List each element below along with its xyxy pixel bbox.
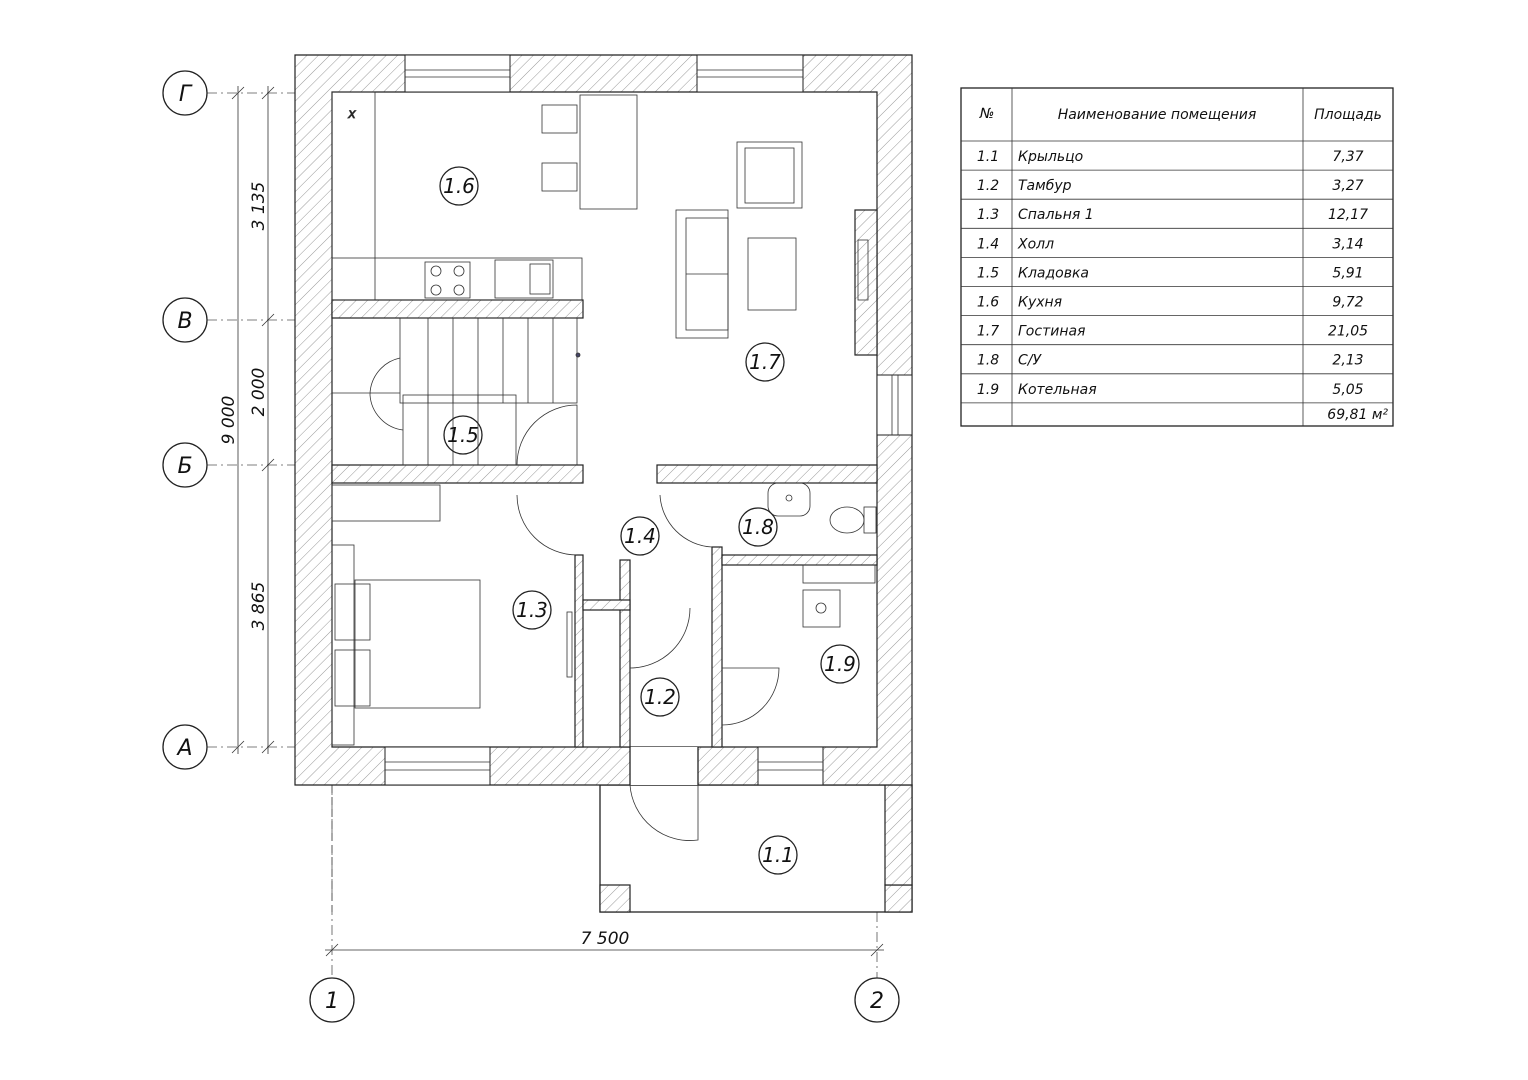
dim-seg3: 3 865 (249, 582, 269, 631)
dim-total-depth: 9 000 (219, 396, 239, 445)
cell-num: 1.6 (977, 295, 999, 311)
axis-label-2: 2 (870, 989, 884, 1014)
cell-area: 21,05 (1328, 324, 1368, 340)
cell-area: 12,17 (1328, 207, 1368, 223)
cell-name: Котельная (1018, 382, 1097, 398)
table-row: 1.5 Кладовка 5,91 (977, 265, 1364, 281)
table-row: 1.6 Кухня 9,72 (977, 295, 1364, 311)
table-row: 1.7 Гостиная 21,05 (977, 324, 1368, 340)
dim-seg1: 3 135 (249, 182, 269, 231)
total-area: 69,81 м² (1327, 407, 1388, 423)
cell-name: Спальня 1 (1018, 207, 1094, 223)
table-row: 1.4 Холл 3,14 (977, 236, 1364, 252)
cell-num: 1.7 (977, 324, 999, 340)
room-tag-1-1: 1.1 (762, 843, 794, 867)
kitchen-mark: x (347, 107, 356, 122)
dimension-lines (231, 86, 884, 957)
room-tags: 1.6 1.7 1.5 1.4 1.8 1.3 1.9 1.2 1.1 (439, 166, 860, 875)
cell-num: 1.2 (977, 178, 999, 194)
interior-walls (331, 209, 878, 748)
table-row: 1.8 С/У 2,13 (977, 353, 1364, 369)
cell-name: Холл (1017, 236, 1054, 252)
porch (331, 784, 913, 913)
header-name: Наименование помещения (1058, 107, 1257, 123)
room-tag-1-4: 1.4 (624, 524, 656, 548)
cell-area: 3,27 (1332, 178, 1363, 194)
room-tag-1-5: 1.5 (447, 423, 479, 447)
table-row: 1.1 Крыльцо 7,37 (977, 149, 1364, 165)
cell-name: Гостиная (1018, 324, 1085, 340)
staircase (332, 317, 581, 466)
furniture: x (331, 91, 877, 746)
axis-label-b: Б (177, 454, 192, 479)
cell-area: 2,13 (1332, 353, 1363, 369)
table-row: 1.2 Тамбур 3,27 (977, 178, 1364, 194)
cell-name: Кладовка (1018, 265, 1089, 281)
room-tag-1-3: 1.3 (516, 598, 548, 622)
doors (516, 404, 780, 841)
axis-markers: Г В Б А 1 2 (162, 70, 900, 1023)
room-tag-1-2: 1.2 (644, 685, 676, 709)
table-row: 1.9 Котельная 5,05 (977, 382, 1364, 398)
cell-num: 1.5 (977, 265, 999, 281)
room-tag-1-8: 1.8 (742, 515, 774, 539)
axis-label-g: Г (179, 82, 193, 107)
cell-num: 1.9 (977, 382, 999, 398)
cell-name: Тамбур (1018, 178, 1072, 194)
cell-name: С/У (1018, 353, 1042, 369)
cell-area: 3,14 (1332, 236, 1363, 252)
room-tag-1-6: 1.6 (443, 174, 475, 198)
dim-width: 7 500 (581, 929, 630, 949)
room-schedule-table: № Наименование помещения Площадь 1.1 Крыл… (960, 87, 1394, 427)
cell-num: 1.8 (977, 353, 999, 369)
cell-name: Крыльцо (1018, 149, 1083, 165)
header-num: № (979, 106, 995, 122)
axis-label-1: 1 (325, 989, 339, 1014)
cell-area: 7,37 (1332, 149, 1363, 165)
cell-area: 9,72 (1332, 295, 1363, 311)
room-tag-1-9: 1.9 (824, 652, 856, 676)
cell-num: 1.4 (977, 236, 999, 252)
cell-num: 1.3 (977, 207, 999, 223)
cell-area: 5,05 (1332, 382, 1363, 398)
exterior-walls (294, 54, 913, 786)
axis-label-a: А (175, 736, 192, 761)
axis-label-v: В (177, 309, 192, 334)
cell-area: 5,91 (1332, 265, 1363, 281)
table-row: 1.3 Спальня 1 12,17 (977, 207, 1368, 223)
dim-seg2: 2 000 (249, 368, 269, 417)
cell-num: 1.1 (977, 149, 999, 165)
cell-name: Кухня (1018, 295, 1062, 311)
header-area: Площадь (1314, 107, 1382, 123)
room-tag-1-7: 1.7 (749, 350, 781, 374)
